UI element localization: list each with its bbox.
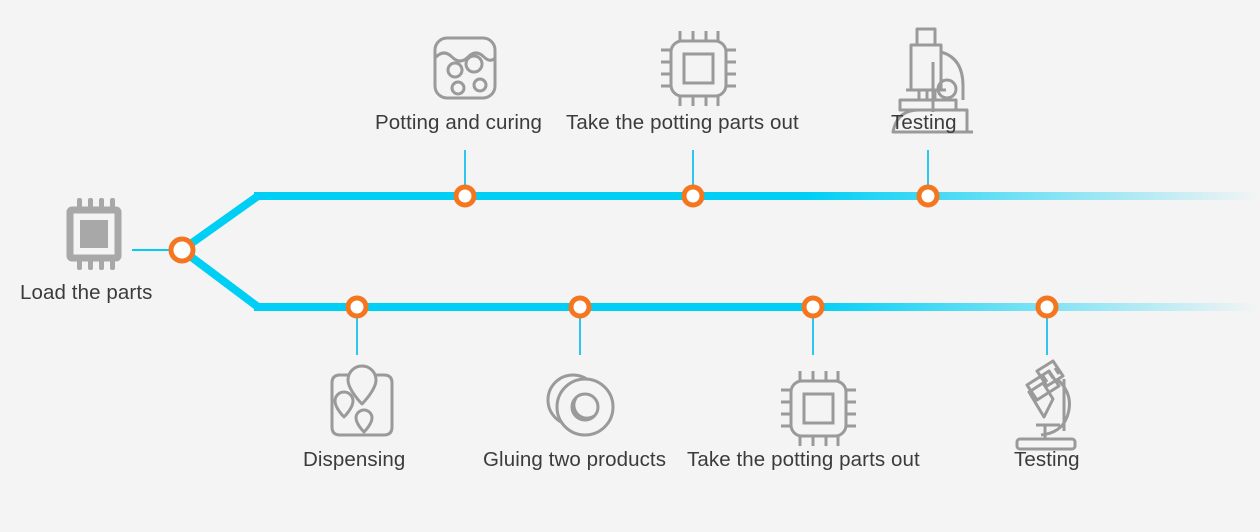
upper-rail bbox=[254, 192, 1260, 200]
node[interactable] bbox=[345, 295, 369, 319]
fork-lower-diagonal bbox=[179, 246, 261, 311]
node[interactable] bbox=[681, 184, 705, 208]
node[interactable] bbox=[568, 295, 592, 319]
cpu-outline-icon bbox=[781, 371, 856, 446]
potting-liquid-icon bbox=[433, 36, 497, 100]
start-label: Load the parts bbox=[20, 281, 153, 304]
lower-rail bbox=[254, 303, 1260, 311]
node[interactable] bbox=[916, 184, 940, 208]
fork-upper-diagonal bbox=[179, 192, 261, 254]
start-node[interactable] bbox=[168, 236, 196, 264]
step-label-testing-upper: Testing bbox=[891, 111, 957, 134]
two-discs-icon bbox=[546, 373, 615, 437]
node[interactable] bbox=[1035, 295, 1059, 319]
chip-solid-icon bbox=[66, 198, 122, 270]
step-label-testing-lower: Testing bbox=[1014, 448, 1080, 471]
microscope-tilted-icon bbox=[1015, 359, 1077, 451]
dispensing-droplets-icon bbox=[330, 364, 394, 437]
step-label-take-the-potting-parts-out-lower: Take the potting parts out bbox=[687, 448, 920, 471]
step-label-dispensing: Dispensing bbox=[303, 448, 406, 471]
node[interactable] bbox=[453, 184, 477, 208]
node[interactable] bbox=[801, 295, 825, 319]
step-label-take-the-potting-parts-out-upper: Take the potting parts out bbox=[566, 111, 799, 134]
step-label-potting-and-curing: Potting and curing bbox=[375, 111, 543, 134]
cpu-outline-icon bbox=[661, 31, 736, 106]
microscope-icon bbox=[891, 27, 973, 134]
step-label-gluing-two-products: Gluing two products bbox=[483, 448, 667, 471]
